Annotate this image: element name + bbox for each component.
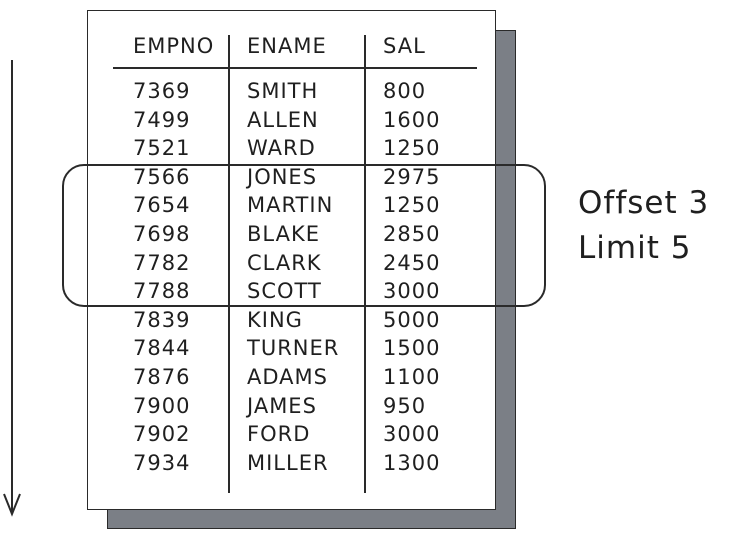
cell-sal: 1600 <box>383 107 441 132</box>
cell-ename: ALLEN <box>247 107 319 132</box>
cell-empno: 7369 <box>133 79 191 103</box>
cell-sal: 2850 <box>383 222 441 246</box>
cell-sal: 3000 <box>383 279 441 304</box>
column-header-empno: EMPNO <box>133 34 215 58</box>
cell-sal: 5000 <box>383 307 441 332</box>
cell-ename: KING <box>247 307 303 332</box>
cell-sal: 2450 <box>383 250 441 275</box>
arrow-head-icon <box>3 493 21 517</box>
cell-sal: 1250 <box>383 136 441 161</box>
column-header-sal: SAL <box>383 34 426 58</box>
cell-ename: MILLER <box>247 450 329 475</box>
cell-sal: 1100 <box>383 365 441 389</box>
cell-sal: 1500 <box>383 336 441 361</box>
cell-sal: 800 <box>383 79 427 103</box>
cell-empno: 7499 <box>133 107 191 132</box>
cell-empno: 7654 <box>133 193 191 218</box>
cell-ename: MARTIN <box>247 193 334 218</box>
cell-ename: JONES <box>247 164 318 189</box>
cell-empno: 7900 <box>133 393 191 418</box>
cell-empno: 7566 <box>133 164 191 189</box>
header-underline <box>113 67 477 69</box>
cell-ename: TURNER <box>247 336 340 361</box>
cell-ename: FORD <box>247 422 311 447</box>
cell-empno: 7839 <box>133 307 191 332</box>
cell-ename: WARD <box>247 136 316 161</box>
column-header-ename: ENAME <box>247 34 327 58</box>
cell-ename: ADAMS <box>247 365 328 389</box>
cell-empno: 7788 <box>133 279 191 304</box>
cell-empno: 7844 <box>133 336 191 361</box>
cell-ename: SCOTT <box>247 279 322 304</box>
cell-empno: 7782 <box>133 250 191 275</box>
cell-empno: 7521 <box>133 136 191 161</box>
cell-sal: 2975 <box>383 164 441 189</box>
table-sheet: EMPNO ENAME SAL 7369 SMITH 800 7499 ALLEN 160… <box>87 10 496 510</box>
cell-empno: 7902 <box>133 422 191 447</box>
cell-empno: 7934 <box>133 450 191 475</box>
column-divider-1 <box>228 35 230 493</box>
cell-sal: 950 <box>383 393 427 418</box>
cell-sal: 1250 <box>383 193 441 218</box>
cell-empno: 7698 <box>133 222 191 246</box>
offset-limit-highlight <box>62 164 546 307</box>
cell-empno: 7876 <box>133 365 191 389</box>
cell-sal: 1300 <box>383 450 441 475</box>
limit-label: Limit 5 <box>578 230 692 266</box>
cell-sal: 3000 <box>383 422 441 447</box>
cell-ename: JAMES <box>247 393 317 418</box>
offset-label: Offset 3 <box>578 185 710 221</box>
cell-ename: CLARK <box>247 250 322 275</box>
column-divider-2 <box>364 35 366 493</box>
scan-direction-arrow <box>3 60 21 517</box>
cell-ename: SMITH <box>247 79 319 103</box>
cell-ename: BLAKE <box>247 222 320 246</box>
